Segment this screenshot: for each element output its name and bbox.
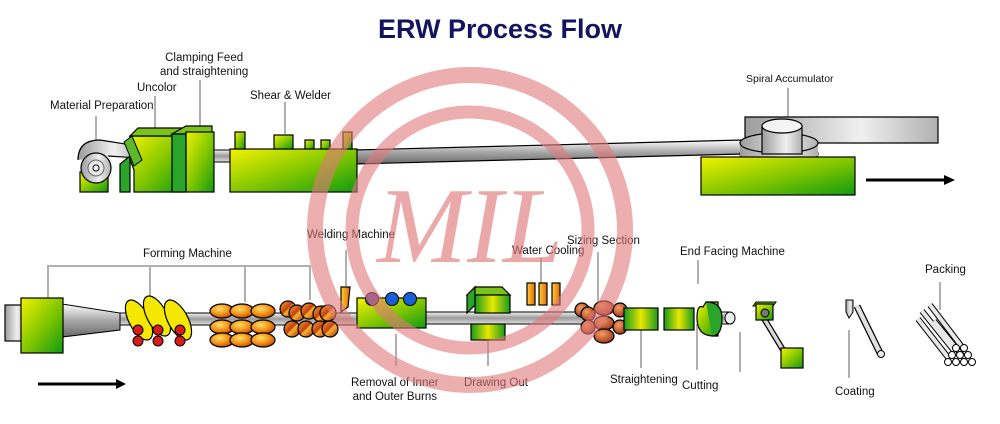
label-packing: Packing bbox=[925, 264, 966, 276]
packing-bundle bbox=[915, 303, 976, 366]
bottom-flow-arrow bbox=[38, 379, 126, 389]
coating-station bbox=[845, 299, 885, 358]
top-flow-arrow bbox=[866, 175, 955, 185]
breakdown-rollers bbox=[124, 295, 193, 347]
top-leader-lines bbox=[95, 80, 789, 142]
welding-electrode bbox=[340, 286, 351, 314]
spiral-accumulator-machine bbox=[700, 116, 939, 196]
label-removal-burns: Removal of Inner and Outer Burns bbox=[351, 376, 439, 404]
label-coating: Coating bbox=[835, 386, 875, 398]
label-clamping-feed-line1: Clamping Feed bbox=[165, 52, 244, 64]
sizing-rollers bbox=[574, 300, 628, 344]
straightening-machine bbox=[623, 307, 695, 331]
diagram-title: ERW Process Flow bbox=[377, 14, 623, 44]
label-welding-machine: Welding Machine bbox=[307, 229, 396, 241]
label-removal-burns-line2: and Outer Burns bbox=[352, 391, 437, 403]
burr-removal-machine bbox=[356, 292, 427, 329]
label-end-facing-machine: End Facing Machine bbox=[680, 246, 785, 258]
label-material-preparation: Material Preparation bbox=[50, 100, 154, 112]
label-drawing-out: Drawing Out bbox=[464, 377, 528, 389]
label-forming-machine: Forming Machine bbox=[143, 248, 232, 260]
label-removal-burns-line1: Removal of Inner bbox=[351, 377, 439, 389]
label-clamping-feed: Clamping Feed and straightening bbox=[160, 51, 248, 79]
steel-strip-top bbox=[354, 139, 743, 165]
clamping-feed-machine bbox=[169, 125, 233, 193]
label-clamping-feed-line2: and straightening bbox=[160, 66, 249, 78]
end-facing-machine bbox=[752, 301, 804, 369]
forming-entry-machine bbox=[20, 297, 64, 354]
water-cooling-units bbox=[526, 282, 561, 306]
label-spiral-accumulator: Spiral Accumulator bbox=[746, 73, 834, 85]
forming-rollers bbox=[209, 303, 276, 348]
label-shear-welder: Shear & Welder bbox=[250, 90, 331, 102]
shear-welder-machine bbox=[229, 131, 358, 193]
cutting-machine bbox=[696, 301, 723, 337]
label-straightening: Straightening bbox=[610, 374, 678, 386]
label-sizing-section: Sizing Section bbox=[567, 235, 640, 247]
label-uncolor: Uncolor bbox=[137, 82, 177, 94]
label-cutting: Cutting bbox=[682, 380, 719, 392]
